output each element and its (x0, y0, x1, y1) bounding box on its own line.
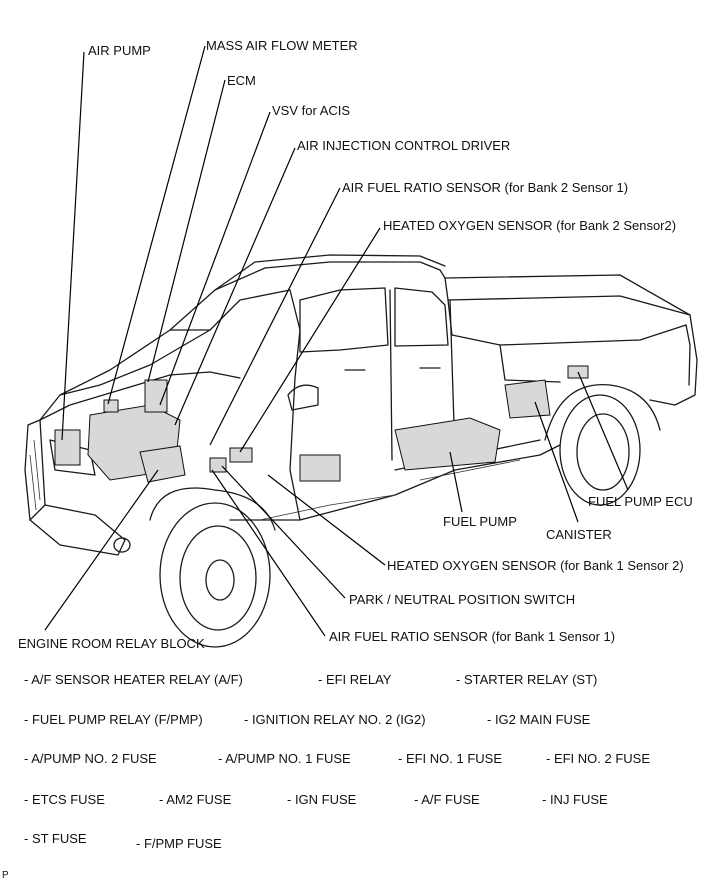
leader-fuel-pump (449, 451, 463, 513)
leader-ho2-bank2 (239, 227, 381, 453)
leader-air-pump (61, 51, 85, 441)
leader-canister (534, 401, 579, 523)
relay-item: - EFI NO. 1 FUSE (398, 751, 503, 766)
maf-meter-part (103, 399, 119, 413)
label-mass-air-flow-meter: MASS AIR FLOW METER (206, 38, 358, 53)
relay-item: - ST FUSE (24, 831, 87, 846)
relay-item: - ETCS FUSE (24, 792, 105, 807)
ecm-box (144, 379, 168, 413)
pn-switch-part (209, 457, 227, 473)
relay-item: - IGN FUSE (287, 792, 357, 807)
label-fuel-pump-ecu: FUEL PUMP ECU (588, 494, 693, 509)
label-air-injection-control-driver: AIR INJECTION CONTROL DRIVER (297, 138, 511, 153)
label-heated-o2-bank1: HEATED OXYGEN SENSOR (for Bank 1 Sensor … (387, 558, 684, 573)
label-air-pump: AIR PUMP (88, 43, 151, 58)
relay-item: - A/F FUSE (414, 792, 480, 807)
leader-ecm (147, 79, 226, 383)
exhaust-part (299, 454, 341, 482)
relay-block-box (139, 445, 186, 483)
leader-vsv (159, 111, 271, 406)
label-engine-room-relay-block: ENGINE ROOM RELAY BLOCK (18, 636, 205, 651)
relay-item: - AM2 FUSE (159, 792, 232, 807)
leader-maf (107, 45, 206, 405)
label-fuel-pump: FUEL PUMP (443, 514, 517, 529)
leader-af-bank2 (209, 187, 341, 446)
label-af-sensor-bank1: AIR FUEL RATIO SENSOR (for Bank 1 Sensor… (329, 629, 616, 644)
leader-af-bank1 (211, 469, 326, 637)
relay-item: - IG2 MAIN FUSE (487, 712, 591, 727)
air-pump-box (54, 429, 81, 466)
leader-aicd (174, 147, 296, 426)
leader-fuel-pump-ecu (577, 371, 629, 491)
label-vsv-for-acis: VSV for ACIS (272, 103, 351, 118)
relay-item: - IGNITION RELAY NO. 2 (IG2) (244, 712, 426, 727)
fuel-tank-part (394, 417, 501, 471)
label-heated-o2-bank2: HEATED OXYGEN SENSOR (for Bank 2 Sensor2… (383, 218, 677, 233)
relay-item: - FUEL PUMP RELAY (F/PMP) (24, 712, 203, 727)
leader-relay-block (44, 469, 159, 631)
relay-item: - A/F SENSOR HEATER RELAY (A/F) (24, 672, 243, 687)
label-canister: CANISTER (546, 527, 612, 542)
engine-components (54, 365, 589, 483)
relay-item: - EFI NO. 2 FUSE (546, 751, 651, 766)
relay-item: - A/PUMP NO. 2 FUSE (24, 751, 157, 766)
leader-ho2-bank1 (267, 474, 386, 566)
figure-code: P (2, 870, 9, 881)
o2-sensor-part (229, 447, 253, 463)
relay-item: - INJ FUSE (542, 792, 608, 807)
label-park-neutral-position-switch: PARK / NEUTRAL POSITION SWITCH (349, 592, 576, 607)
relay-item: - STARTER RELAY (ST) (456, 672, 598, 687)
canister-part (504, 379, 551, 419)
leader-lines (44, 45, 629, 637)
label-af-sensor-bank2: AIR FUEL RATIO SENSOR (for Bank 2 Sensor… (342, 180, 629, 195)
leader-pn-switch (221, 465, 346, 599)
relay-item: - F/PMP FUSE (136, 836, 222, 851)
relay-item: - EFI RELAY (318, 672, 392, 687)
label-ecm: ECM (227, 73, 256, 88)
relay-item: - A/PUMP NO. 1 FUSE (218, 751, 351, 766)
